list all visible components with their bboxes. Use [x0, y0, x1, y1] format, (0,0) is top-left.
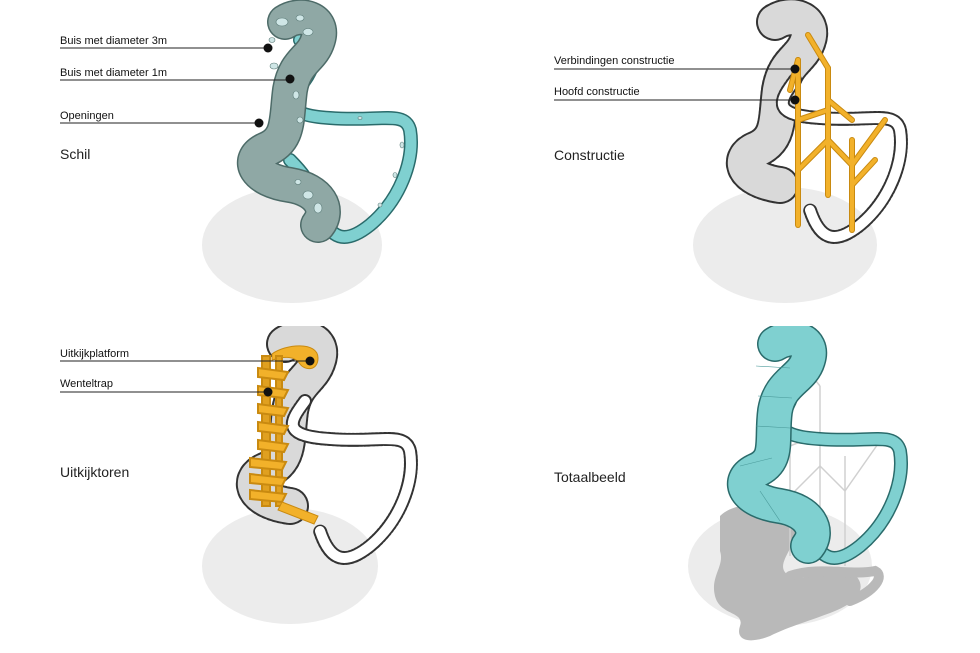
openings	[268, 14, 405, 214]
ground-shadow	[202, 508, 378, 624]
totaalbeeld-illustration	[688, 326, 908, 641]
constructie-illustration	[554, 0, 908, 303]
callout-label: Buis met diameter 1m	[60, 67, 167, 79]
callout-label: Uitkijkplatform	[60, 348, 130, 360]
panel-title: Constructie	[554, 147, 625, 163]
callout-label: Hoofd constructie	[554, 86, 640, 98]
panel-constructie: Verbindingen constructie Hoofd construct…	[490, 0, 980, 326]
callout-lines	[60, 47, 290, 124]
slide-end	[277, 501, 319, 525]
construction-frame-fill	[788, 33, 887, 232]
panel-title: Totaalbeeld	[554, 469, 626, 485]
cast-shadow	[713, 505, 861, 641]
callout-label: Openingen	[60, 110, 114, 122]
panel-totaalbeeld: Totaalbeeld	[490, 326, 980, 652]
ground-shadow	[202, 187, 382, 303]
uitkijktoren-illustration	[60, 326, 418, 624]
callout-lines	[554, 68, 795, 101]
panel-title: Schil	[60, 146, 91, 162]
callout-dots	[254, 43, 295, 128]
callout-lines	[60, 360, 310, 393]
tube-segment-lines	[739, 365, 793, 522]
callout-dots	[263, 356, 315, 397]
ground-shadow	[693, 187, 877, 303]
callout-label: Buis met diameter 3m	[60, 35, 167, 47]
panel-schil: Buis met diameter 3m Buis met diameter 1…	[0, 0, 490, 326]
schil-illustration	[60, 0, 418, 303]
callout-label: Verbindingen constructie	[554, 55, 675, 67]
panel-title: Uitkijktoren	[60, 464, 130, 480]
spiral-staircase	[249, 355, 290, 507]
callout-label: Wenteltrap	[60, 378, 113, 390]
callout-dots	[790, 64, 800, 105]
panel-uitkijktoren: Uitkijkplatform Wenteltrap Uitkijktoren	[0, 326, 490, 652]
